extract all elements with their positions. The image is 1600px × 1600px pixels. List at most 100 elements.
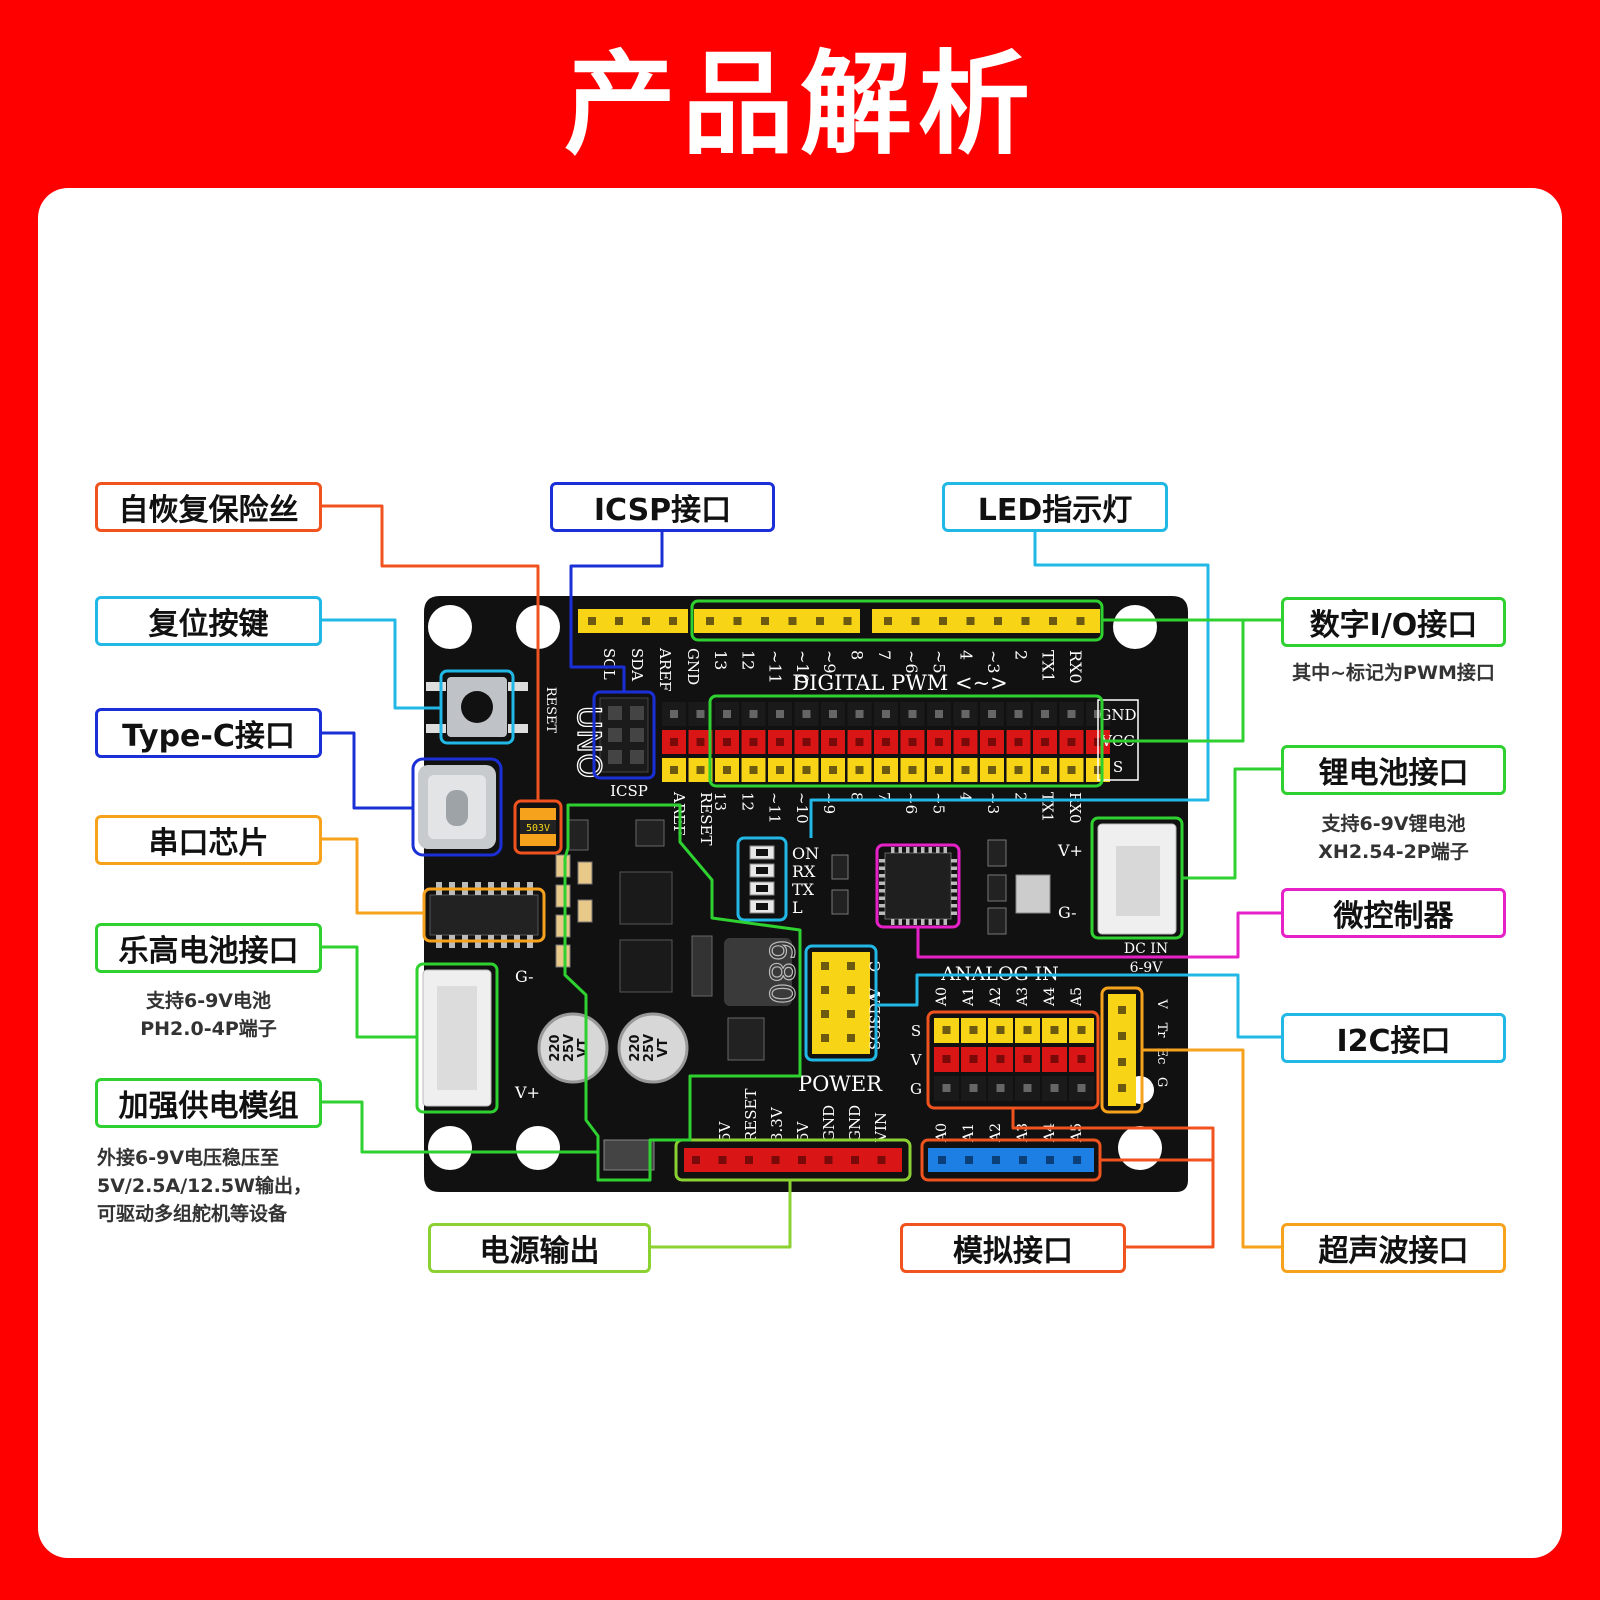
hl-typec — [411, 757, 503, 857]
lower-digital-label: ~6 — [902, 792, 920, 814]
lower-digital-label: 7 — [875, 792, 893, 802]
pin-hole — [855, 710, 864, 718]
digital-pin-label: ~6 — [902, 650, 921, 674]
pin-hole — [1050, 1055, 1059, 1063]
mcu-leg — [936, 847, 940, 853]
label-power-module: 加强供电模组 — [95, 1078, 322, 1128]
hl-i2c — [804, 944, 878, 1062]
analog-top-label: A1 — [961, 987, 977, 1007]
pin-hole — [961, 710, 970, 718]
label-typec: Type-C接口 — [95, 708, 322, 758]
led-label: TX — [792, 880, 815, 899]
lower-digital-label: ~9 — [820, 792, 838, 814]
pin-hole — [884, 617, 892, 625]
mcu-leg — [906, 847, 910, 853]
pin-hole — [1019, 1156, 1027, 1164]
ultrasonic-pin-label: V — [1154, 998, 1169, 1009]
pin-hole — [1118, 1032, 1126, 1040]
wire-ultra — [1142, 1048, 1281, 1249]
lower-digital-label: 13 — [711, 792, 729, 811]
fuse-code: 503V — [526, 823, 550, 834]
pin-hole — [821, 986, 829, 994]
mcu-leg — [879, 889, 885, 893]
led-label: L — [792, 898, 803, 917]
pin-hole — [816, 617, 824, 625]
digital-pin-label: 2 — [1011, 650, 1030, 660]
cap-label: 25V — [642, 1034, 657, 1062]
pin-hole — [776, 766, 784, 774]
lego-note-line: PH2.0-4P端子 — [140, 1018, 277, 1040]
wire-reset — [322, 618, 441, 710]
pin-hole — [877, 1156, 886, 1164]
pin-hole — [942, 1026, 951, 1034]
pin-hole — [908, 766, 917, 774]
smd-part — [987, 839, 1007, 867]
power-pin-label: 5V — [716, 1120, 734, 1142]
smd-part — [727, 1017, 765, 1061]
mcu-leg — [879, 881, 885, 885]
analog-top-label: A2 — [988, 987, 1004, 1007]
pin-hole — [706, 617, 714, 625]
top-header-right — [872, 609, 1100, 633]
pin-hole — [996, 1026, 1005, 1034]
mcu-leg — [951, 896, 957, 900]
digital-pin-label: ~10 — [793, 650, 812, 684]
pin-hole — [882, 738, 890, 746]
mcu-leg — [943, 847, 947, 853]
pin-hole — [821, 1034, 829, 1042]
wire-analog — [1011, 1108, 1215, 1249]
pin-hole — [996, 1055, 1005, 1063]
pin-hole — [723, 710, 731, 718]
label-digital: 数字I/O接口 — [1281, 597, 1506, 647]
mcu-leg — [891, 847, 895, 853]
mount-hole — [428, 605, 472, 649]
pin-hole — [939, 617, 947, 625]
power-title: POWER — [798, 1072, 883, 1096]
pin-hole — [1014, 766, 1023, 774]
pin-hole — [1077, 1026, 1086, 1034]
label-serial: 串口芯片 — [95, 815, 322, 865]
pin-hole — [1050, 1084, 1059, 1092]
power-pin-label: RESET — [742, 1089, 760, 1142]
pin-hole — [847, 962, 855, 970]
digital-pin-label: 4 — [957, 650, 976, 660]
diode — [603, 1139, 655, 1171]
label-ultrasonic: 超声波接口 — [1281, 1223, 1506, 1273]
power-pin-label: GND — [846, 1105, 864, 1142]
pin-hole — [911, 617, 920, 625]
pin-hole — [938, 1156, 946, 1164]
pin-hole — [847, 1010, 855, 1018]
pin-hole — [696, 766, 705, 774]
mcu-legs — [879, 847, 957, 925]
lego-note: 支持6-9V电池 PH2.0-4P端子 — [95, 987, 322, 1043]
analog-top-label: A4 — [1042, 987, 1058, 1007]
pin-hole — [1046, 1156, 1054, 1164]
mcu-leg — [951, 911, 957, 915]
lower-digital-label: 12 — [738, 792, 756, 811]
digital-pin-label: TX1 — [1039, 650, 1058, 682]
pin-hole — [1049, 617, 1057, 625]
wire-serial — [322, 837, 424, 915]
pin-hole — [1118, 1058, 1126, 1066]
cap-label: 220 — [548, 1034, 563, 1061]
led-lens — [756, 903, 768, 910]
pin-hole — [969, 1055, 978, 1063]
mcu-leg — [913, 847, 917, 853]
wire-typec — [322, 731, 413, 810]
pin-hole — [771, 1156, 780, 1164]
label-reset: 复位按键 — [95, 596, 322, 646]
wire-mcu — [916, 911, 1281, 959]
wire-power-module — [322, 1100, 598, 1154]
cap-label: 25V — [562, 1034, 577, 1062]
led-indicators — [749, 845, 775, 914]
svg-side-label: S — [911, 1022, 921, 1040]
pin-hole — [824, 1156, 833, 1164]
ultrasonic-pin-label: Ec — [1154, 1048, 1169, 1065]
mcu-leg — [879, 859, 885, 863]
mcu-leg — [898, 919, 902, 925]
power-pin-label: 3.3V — [768, 1106, 786, 1142]
mcu-leg — [951, 881, 957, 885]
label-led: LED指示灯 — [942, 482, 1168, 532]
